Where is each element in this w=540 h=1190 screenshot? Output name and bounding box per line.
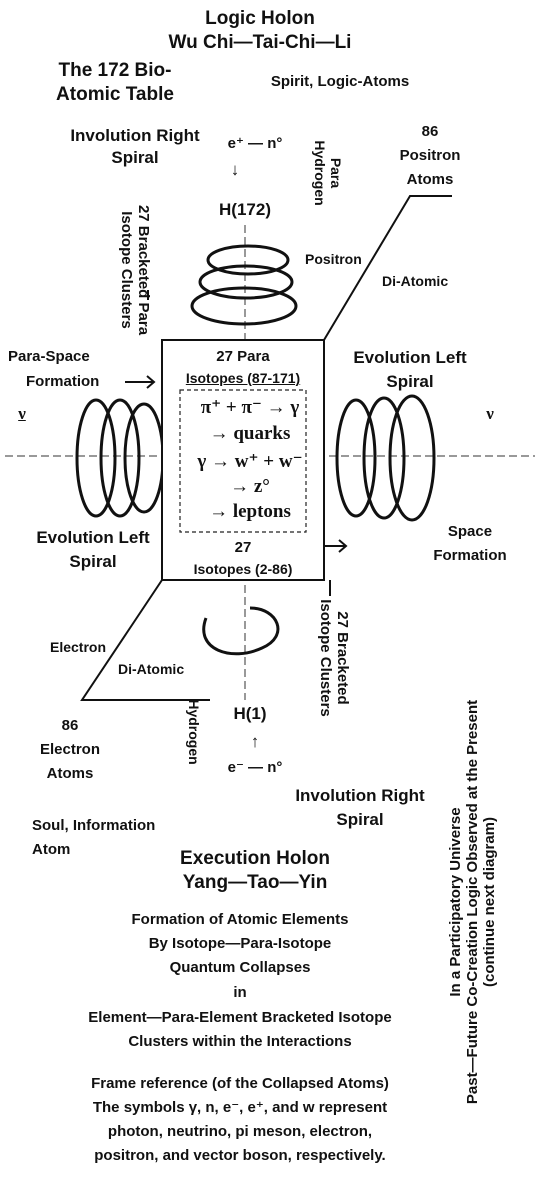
evolution-left-spiral-left-line2: Spiral [69,552,117,571]
para-isotopes-header-line1: 27 Para [216,348,270,365]
element-h172: H(172) [219,200,271,219]
para-hydrogen-label: Para Hydrogen [312,140,344,206]
right-spiral [335,394,436,522]
neutrino-right: ν [486,404,494,423]
logic-holon-title: Logic Holon [205,8,315,29]
hydrogen-label: Hydrogen [186,699,202,765]
involution-right-spiral-top-line2: Spiral [111,148,159,167]
involution-right-spiral-bottom-line1: Involution Right [295,786,425,805]
formation-line-4: in [233,984,247,1001]
up-arrow-icon: ↑ [250,732,260,751]
formation-line-2: By Isotope—Para-Isotope [148,935,332,952]
positron-diatomic-line [323,195,452,341]
involution-right-spiral-top-line1: Involution Right [70,126,200,145]
execution-holon-subtitle: Yang—Tao—Yin [182,872,328,893]
formation-line-5: Element—Para-Element Bracketed Isotope [88,1009,392,1026]
reaction-line-3: γ → w⁺ + w⁻ [197,451,303,472]
space-formation-line2: Formation [433,547,507,564]
isotopes-footer-line2: Isotopes (2-86) [193,561,293,577]
electron-diatomic-label: Di-Atomic [118,661,185,677]
logic-holon-subtitle: Wu Chi—Tai-Chi—Li [168,32,352,53]
pointer-arrows [125,290,348,596]
frame-reference-line-2: The symbols γ, n, e⁻, e⁺, and w represen… [92,1099,388,1116]
lower-spiral [202,606,280,656]
electron-atoms-line3: Atoms [46,765,94,782]
down-arrow-icon: ↓ [230,160,240,179]
reaction-line-2: → quarks [209,423,291,444]
execution-holon-title: Execution Holon [180,848,330,869]
frame-reference-line-1: Frame reference (of the Collapsed Atoms) [91,1075,389,1092]
bracketed-clusters-label: 27 Bracketed Isotope Clusters [317,599,351,717]
positron-diatomic-label: Di-Atomic [382,273,449,289]
para-space-formation-line2: Formation [26,373,100,390]
electron-atoms-line2: Electron [39,741,100,758]
positron-label: Positron [305,251,362,267]
element-h1: H(1) [233,704,267,723]
reaction-box [179,389,307,533]
para-space-formation-line1: Para-Space [8,348,90,365]
left-spiral [75,398,165,518]
positron-reaction: e⁺ — n° [227,135,283,152]
frame-reference-line-3: photon, neutrino, pi meson, electron, [107,1123,373,1140]
participatory-universe-note: In a Participatory Universe Past—Future … [447,699,498,1105]
evolution-left-spiral-right-line2: Spiral [386,372,434,391]
involution-right-spiral-bottom-line2: Spiral [336,810,384,829]
bracketed-para-clusters-label: 27 Bracketed Para Isotope Clusters [118,204,152,336]
isotopes-footer-line1: 27 [234,539,252,556]
space-formation-line1: Space [447,523,493,540]
upper-spiral [190,244,298,326]
reaction-line-5: → leptons [209,501,291,522]
soul-information-line1: Soul, Information [32,817,156,834]
electron-reaction: e⁻ — n° [227,759,283,776]
evolution-left-spiral-left-line1: Evolution Left [36,528,150,547]
bio-atomic-table-line1: The 172 Bio- [58,60,172,81]
positron-atoms-line3: Atoms [406,171,454,188]
evolution-left-spiral-right-line1: Evolution Left [353,348,467,367]
electron-label: Electron [50,639,107,655]
positron-atoms-line2: Positron [399,147,461,164]
frame-reference-line-4: positron, and vector boson, respectively… [94,1147,386,1164]
formation-line-6: Clusters within the Interactions [128,1033,352,1050]
soul-information-line2: Atom [32,841,71,858]
reaction-line-1: π⁺ + π⁻ → γ [200,397,300,418]
formation-line-1: Formation of Atomic Elements [131,911,349,928]
para-isotopes-header-line2: Isotopes (87-171) [185,370,301,386]
formation-line-3: Quantum Collapses [169,959,311,976]
spirit-logic-atoms: Spirit, Logic-Atoms [270,73,410,90]
neutrino-left: ν [18,404,26,423]
electron-diatomic-line [80,579,210,701]
reaction-line-4: → z° [230,476,270,497]
positron-atoms-line1: 86 [421,123,439,140]
bio-atomic-table-line2: Atomic Table [56,84,174,105]
electron-atoms-line1: 86 [61,717,79,734]
